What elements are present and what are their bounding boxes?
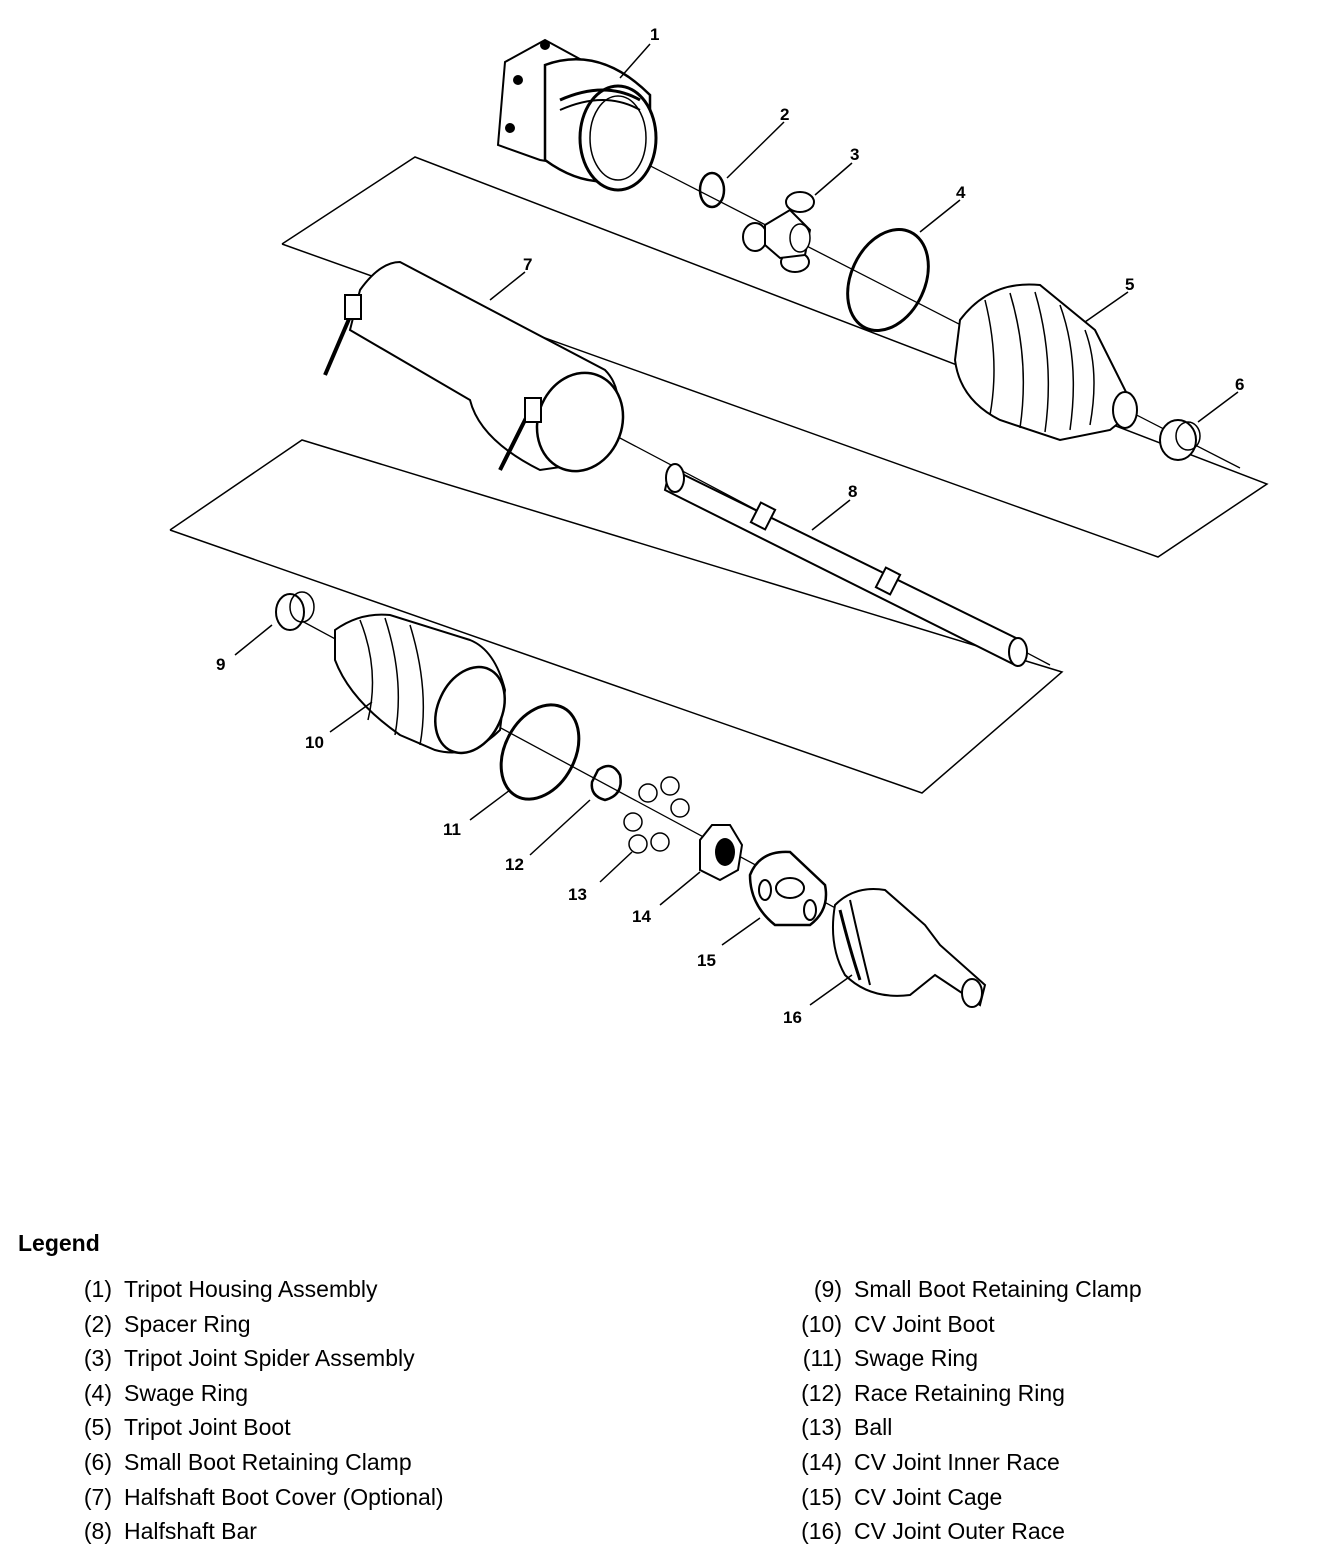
race-retaining-ring: [590, 764, 622, 802]
legend-number: (11): [802, 1345, 842, 1372]
legend-item: (6) Small Boot Retaining Clamp: [60, 1449, 444, 1484]
balls: [623, 776, 690, 854]
callout-9: 9: [216, 655, 225, 674]
callout-11: 11: [443, 820, 461, 839]
legend-label: CV Joint Inner Race: [854, 1448, 1060, 1475]
legend-label: Tripot Joint Boot: [124, 1414, 291, 1441]
callout-2: 2: [780, 105, 789, 124]
callout-15: 15: [697, 951, 716, 970]
tripot-joint-boot: [953, 283, 1138, 442]
small-boot-clamp-upper: [1159, 419, 1201, 461]
upper-assembly-frame: [281, 156, 1269, 558]
legend-item: (16) CV Joint Outer Race: [790, 1518, 1142, 1553]
halfshaft-boot-cover: [323, 260, 625, 473]
legend-item: (15) CV Joint Cage: [790, 1484, 1142, 1519]
legend-column-left: (1) Tripot Housing Assembly (2) Spacer Rin…: [60, 1276, 444, 1553]
legend-item: (12) Race Retaining Ring: [790, 1380, 1142, 1415]
legend-column-right: (9) Small Boot Retaining Clamp (10) CV Joi…: [790, 1276, 1142, 1553]
legend-label: Spacer Ring: [124, 1310, 251, 1337]
legend-number: (15): [801, 1483, 842, 1510]
legend-number: (8): [83, 1518, 112, 1545]
callout-10: 10: [305, 733, 324, 752]
callout-16: 16: [783, 1008, 802, 1027]
callout-5: 5: [1125, 275, 1134, 294]
legend-label: Tripot Housing Assembly: [124, 1276, 378, 1302]
legend-number: (6): [83, 1448, 112, 1475]
callout-13: 13: [568, 885, 587, 904]
legend-number: (2): [83, 1310, 112, 1337]
legend-number: (9): [813, 1276, 842, 1302]
exploded-parts-diagram: 1 2 3 4 5 6 7 8 9 10 11 12 13 14 15 16: [169, 25, 1269, 1027]
legend-label: Ball: [854, 1414, 893, 1441]
upper-axis: [589, 134, 1241, 469]
callout-4: 4: [956, 183, 966, 202]
legend-number: (7): [83, 1483, 112, 1510]
legend-number: (12): [801, 1379, 842, 1406]
legend-number: (13): [801, 1414, 842, 1441]
legend-label: Swage Ring: [854, 1345, 979, 1372]
small-boot-clamp-lower: [275, 591, 315, 631]
cv-joint-outer-race: [832, 888, 987, 1008]
legend-label: Halfshaft Boot Cover (Optional): [124, 1483, 444, 1510]
callout-7: 7: [523, 255, 532, 274]
legend-number: (1): [83, 1276, 112, 1302]
legend-label: CV Joint Cage: [854, 1483, 1003, 1510]
legend-number: (16): [801, 1518, 842, 1545]
legend-item: (7) Halfshaft Boot Cover (Optional): [60, 1484, 444, 1519]
callout-3: 3: [850, 145, 859, 164]
legend-item: (8) Halfshaft Bar: [60, 1518, 444, 1553]
legend-number: (3): [83, 1345, 112, 1372]
legend-item: (14) CV Joint Inner Race: [790, 1449, 1142, 1484]
callout-14: 14: [632, 907, 651, 926]
legend-number: (14): [801, 1448, 842, 1475]
lower-assembly-frame: [169, 439, 1064, 794]
legend-title: Legend: [18, 1230, 100, 1256]
callout-numbers: 1 2 3 4 5 6 7 8 9 10 11 12 13 14 15 16: [216, 25, 1244, 1027]
legend-item: (3) Tripot Joint Spider Assembly: [60, 1345, 444, 1380]
legend-item: (4) Swage Ring: [60, 1380, 444, 1415]
legend-item: (5) Tripot Joint Boot: [60, 1414, 444, 1449]
legend-number: (10): [801, 1310, 842, 1337]
legend-number: (5): [83, 1414, 112, 1441]
swage-ring-upper: [846, 227, 930, 333]
callout-6: 6: [1235, 375, 1244, 394]
legend-item: (10) CV Joint Boot: [790, 1311, 1142, 1346]
legend-label: Small Boot Retaining Clamp: [124, 1448, 412, 1475]
callout-8: 8: [848, 482, 857, 501]
cv-joint-inner-race: [699, 824, 744, 882]
cv-joint-boot: [334, 613, 507, 755]
cv-joint-cage: [748, 850, 828, 927]
legend-label: Halfshaft Bar: [124, 1518, 257, 1545]
spacer-ring: [698, 171, 726, 209]
leader-lines: [234, 43, 1239, 1006]
legend-item: (2) Spacer Ring: [60, 1311, 444, 1346]
legend-label: Race Retaining Ring: [854, 1379, 1065, 1406]
swage-ring-lower: [499, 703, 581, 801]
callout-12: 12: [505, 855, 524, 874]
legend-label: CV Joint Outer Race: [854, 1518, 1065, 1545]
legend-label: CV Joint Boot: [854, 1310, 995, 1337]
halfshaft-bar: [663, 463, 1028, 667]
legend-item: (1) Tripot Housing Assembly: [60, 1276, 444, 1311]
legend-label: Small Boot Retaining Clamp: [854, 1276, 1142, 1302]
legend-item: (13) Ball: [790, 1414, 1142, 1449]
legend-label: Tripot Joint Spider Assembly: [124, 1345, 415, 1372]
tripot-joint-spider: [742, 191, 815, 273]
legend-item: (9) Small Boot Retaining Clamp: [790, 1276, 1142, 1311]
callout-1: 1: [650, 25, 659, 44]
legend-item: (11) Swage Ring: [790, 1345, 1142, 1380]
tripot-housing-assembly: [496, 38, 658, 192]
legend-label: Swage Ring: [124, 1379, 249, 1406]
legend-number: (4): [83, 1379, 112, 1406]
